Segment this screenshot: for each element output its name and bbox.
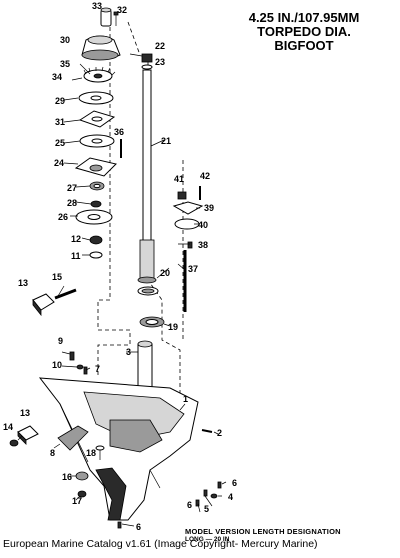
part-screw-7 xyxy=(83,366,88,375)
callout-17: 17 xyxy=(72,496,82,506)
callout-33: 33 xyxy=(92,1,102,11)
part-pump-sleeve xyxy=(137,340,153,389)
callout-10: 10 xyxy=(52,360,62,370)
part-face-plate xyxy=(78,110,116,128)
callout-42: 42 xyxy=(200,171,210,181)
part-screw-9 xyxy=(69,351,75,361)
part-screw-10 xyxy=(76,364,84,370)
callout-4: 4 xyxy=(228,492,233,502)
part-seal xyxy=(90,200,102,208)
part-drive-shaft xyxy=(137,69,157,284)
callout-21: 21 xyxy=(161,136,171,146)
part-washer-4 xyxy=(210,493,218,499)
callout-5: 5 xyxy=(204,504,209,514)
callout-12: 12 xyxy=(71,234,81,244)
title-torpedo: TORPEDO DIA. xyxy=(257,24,351,39)
callout-8: 8 xyxy=(50,448,55,458)
callout-20: 20 xyxy=(160,268,170,278)
callout-41: 41 xyxy=(174,174,184,184)
part-screw-6-low xyxy=(117,521,122,529)
callout-38: 38 xyxy=(198,240,208,250)
callout-13a: 13 xyxy=(18,278,28,288)
part-pump-base xyxy=(74,157,117,177)
callout-23: 23 xyxy=(155,57,165,67)
callout-labels: 33 32 30 22 23 35 34 29 31 36 21 25 24 2… xyxy=(3,1,237,532)
part-oil-seal-upper xyxy=(89,181,105,191)
title-model: BIGFOOT xyxy=(274,38,334,53)
callout-19: 19 xyxy=(168,322,178,332)
callout-3: 3 xyxy=(126,347,131,357)
callout-1: 1 xyxy=(183,394,188,404)
part-gasket-upper xyxy=(78,91,114,105)
callout-6b: 6 xyxy=(187,500,192,510)
part-impeller xyxy=(83,66,116,83)
callout-6c: 6 xyxy=(136,522,141,532)
part-anode-lower xyxy=(17,425,39,445)
part-water-pump-housing xyxy=(81,35,121,61)
callout-18: 18 xyxy=(86,448,96,458)
part-bolt xyxy=(54,288,77,300)
callout-30: 30 xyxy=(60,35,70,45)
callout-40: 40 xyxy=(198,220,208,230)
part-washer-18 xyxy=(95,445,105,451)
callout-6a: 6 xyxy=(232,478,237,488)
callout-15: 15 xyxy=(52,272,62,282)
callout-37: 37 xyxy=(188,264,198,274)
part-anode-block xyxy=(32,293,55,317)
part-gearcase-housing xyxy=(38,377,199,521)
part-pin xyxy=(187,241,193,249)
callout-25: 25 xyxy=(55,138,65,148)
part-fitting-16 xyxy=(75,471,89,481)
callout-29: 29 xyxy=(55,96,65,106)
assembly-guide-right xyxy=(127,21,141,56)
callout-26: 26 xyxy=(58,212,68,222)
part-trim-tab xyxy=(57,425,89,451)
part-bearing-upper xyxy=(89,235,103,245)
callout-22: 22 xyxy=(155,41,165,51)
callout-28: 28 xyxy=(67,198,77,208)
part-shift-nut xyxy=(177,191,187,200)
callout-14: 14 xyxy=(3,422,13,432)
part-shift-coupler xyxy=(172,201,204,215)
part-bearing-middle xyxy=(137,286,159,296)
catalog-footer: European Marine Catalog v1.61 (Image Cop… xyxy=(3,538,318,550)
part-washer-upper xyxy=(141,64,153,70)
part-nut-upper xyxy=(141,53,153,63)
callout-27: 27 xyxy=(67,183,77,193)
model-version-caption: MODEL VERSION LENGTH DESIGNATION xyxy=(185,527,341,536)
callout-39: 39 xyxy=(204,203,214,213)
callout-7: 7 xyxy=(95,364,100,374)
leader-lines xyxy=(17,53,227,527)
callout-9: 9 xyxy=(58,336,63,346)
part-nut-17 xyxy=(77,490,87,498)
part-nut-14 xyxy=(9,439,19,447)
part-screw-top xyxy=(113,11,119,26)
callout-35: 35 xyxy=(60,59,70,69)
model-length-caption: LONG — 20 IN xyxy=(185,536,230,541)
callout-32: 32 xyxy=(117,5,127,15)
callout-11: 11 xyxy=(71,251,81,261)
callout-24: 24 xyxy=(54,158,64,168)
callout-34: 34 xyxy=(52,72,62,82)
part-screw-6-mid xyxy=(195,499,200,507)
part-screw-6-upper xyxy=(217,481,222,489)
part-gasket-base xyxy=(75,209,113,225)
callout-16: 16 xyxy=(62,472,72,482)
part-screw-2 xyxy=(201,429,213,433)
callout-31: 31 xyxy=(55,117,65,127)
part-cap xyxy=(100,7,112,27)
assembly-guide-left xyxy=(97,20,131,378)
callout-13b: 13 xyxy=(20,408,30,418)
part-gasket-lower xyxy=(79,134,115,148)
part-screw-5 xyxy=(203,489,208,497)
part-sleeve xyxy=(89,251,103,259)
title-diameter: 4.25 IN./107.95MM xyxy=(248,10,360,25)
callout-2: 2 xyxy=(217,428,222,438)
part-bearing-cup xyxy=(139,316,165,328)
callout-36: 36 xyxy=(114,127,124,137)
